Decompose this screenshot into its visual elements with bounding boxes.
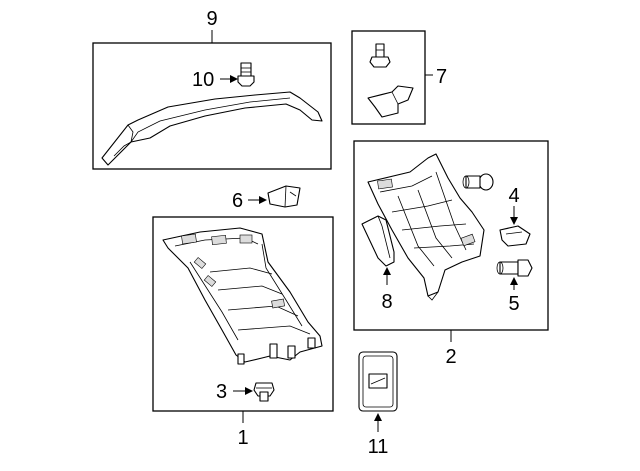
bolt-top [462,173,494,191]
group-1-frame: 1 3 [152,216,334,449]
callout-3: 3 [216,381,227,403]
callout-1: 1 [237,427,248,449]
clip-7-bracket [367,85,414,118]
clip-10 [237,62,255,87]
clip-8-part [361,215,395,267]
callout-6: 6 [232,190,243,212]
cover-11 [358,351,398,412]
pillar-garnish-part [162,227,323,365]
callout-7: 7 [436,66,447,88]
group-2-frame: 2 8 4 [353,140,549,368]
group-7-frame: 7 [351,30,447,125]
callout-10: 10 [192,69,214,91]
bolt-5 [496,259,533,277]
frame-7 [351,30,426,125]
callout-5: 5 [508,293,519,315]
clip-3 [253,382,275,402]
clip-6 [267,185,301,208]
clip-4 [499,225,531,247]
group-9-frame: 9 10 [92,8,332,170]
callout-11: 11 [368,436,389,458]
callout-9: 9 [206,8,217,30]
clip-7-top [369,43,391,68]
callout-2: 2 [445,346,456,368]
roof-rail-part [101,91,323,166]
callout-8: 8 [381,291,392,313]
garnish-2-part [367,153,485,301]
callout-4: 4 [508,185,519,207]
